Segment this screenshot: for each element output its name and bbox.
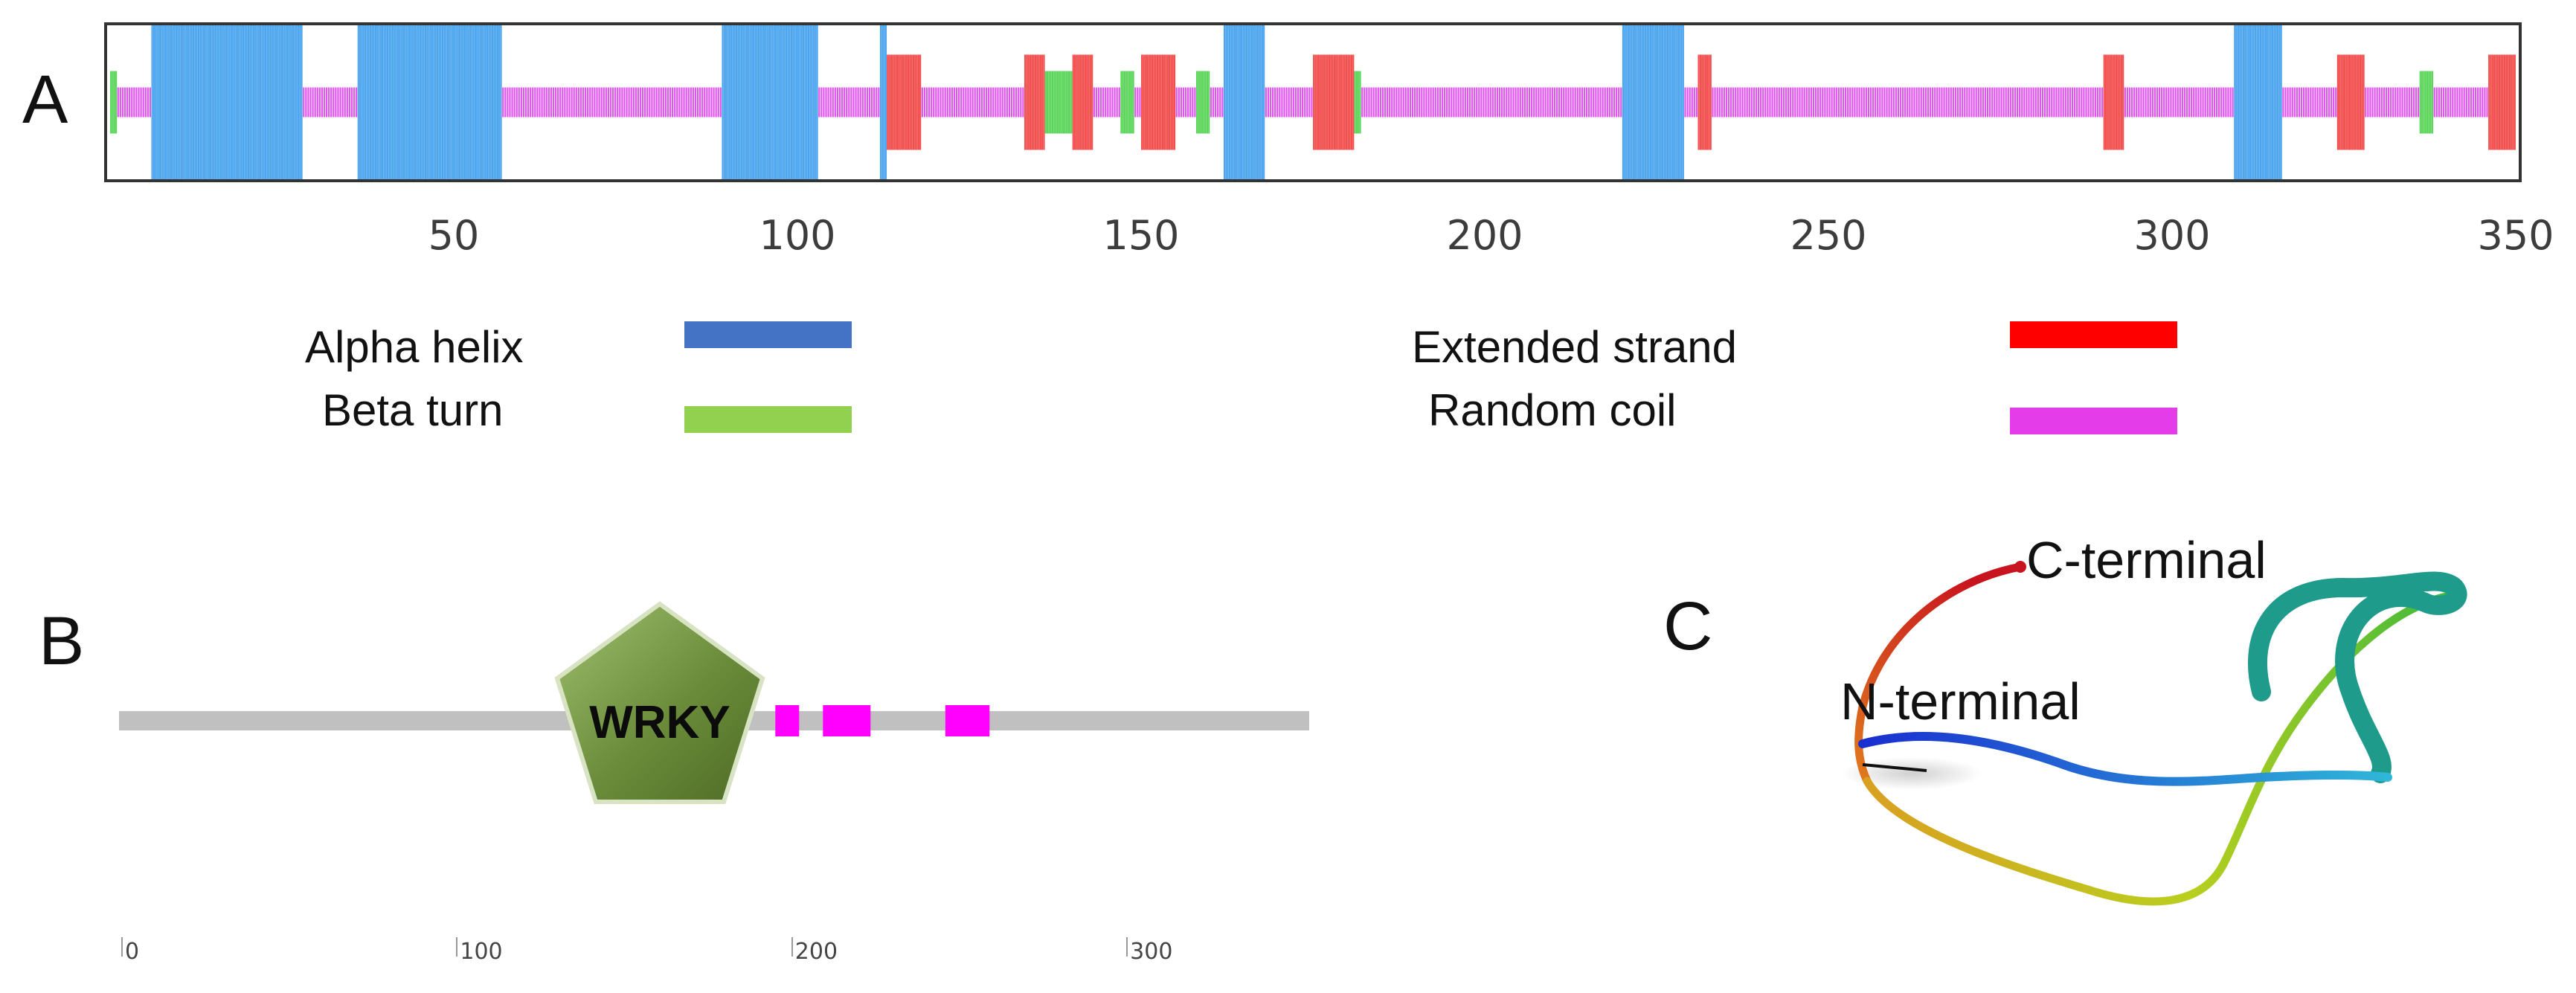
wrky-domain-label: WRKY [589,697,730,748]
ss-segment-helix [2234,25,2282,179]
ss-segment-coil [818,87,880,118]
domain-tick-label: 100 [456,937,503,965]
ss-segment-coil [921,87,1024,118]
n-terminal-pointer [1862,763,1927,772]
ss-segment-coil [1134,87,1141,118]
ss-tick-label: 350 [2477,212,2554,259]
ss-tick-label: 300 [2133,212,2211,259]
ss-segment-coil [2282,87,2337,118]
ss-segment-turn [1195,71,1210,134]
ss-segment-turn [1044,71,1073,134]
ss-segment-turn [1120,71,1134,134]
ss-segment-coil [502,87,722,118]
ss-segment-strand [1072,54,1093,150]
ss-segment-coil [1684,87,1697,118]
ss-segment-coil [2124,87,2234,118]
protein-3d-ribbon [1841,561,2467,906]
ss-segment-coil [1361,87,1622,118]
ss-segment-helix [722,25,818,179]
ss-segment-coil [1210,87,1224,118]
ss-segment-coil [2365,87,2420,118]
c-terminal-label: C-terminal [2026,531,2267,589]
ss-segment-strand [2336,54,2365,150]
motif-layer [775,705,990,736]
motif-box [823,705,871,736]
ss-segment-strand [1141,54,1176,150]
c-terminal-end [2014,561,2026,573]
domain-tick-label: 300 [1126,937,1173,965]
ss-segment-coil [303,87,358,118]
panel-a-label: A [22,62,68,138]
legend-swatch-turn [684,406,852,433]
ss-segment-coil [1175,87,1196,118]
ss-tick-label: 200 [1446,212,1523,259]
legend-label-turn: Beta turn [322,385,504,435]
n-terminal-label: N-terminal [1840,672,2081,730]
ss-segment-coil [1712,87,2104,118]
ss-tick-label: 150 [1102,212,1180,259]
wrky-domain-shape [554,601,765,804]
ss-segment-coil [1093,87,1120,118]
domain-tick-label: 200 [791,937,838,965]
ss-segment-coil [1265,87,1313,118]
domain-map: WRKY [119,601,1309,804]
panel-b-label: B [39,603,85,679]
legend-swatch-helix [684,321,852,348]
secondary-structure-track [104,22,2522,182]
legend-label-helix: Alpha helix [305,322,524,372]
ss-tick-label: 100 [759,212,836,259]
legend-swatch-coil [2010,408,2177,434]
ss-segment-strand [887,54,922,150]
ss-segment-turn [1354,71,1361,134]
ss-segment-helix [357,25,502,179]
legend-label-coil: Random coil [1428,385,1677,435]
c-terminal-strand [1854,562,2025,785]
ss-segment-strand [2488,54,2516,150]
ss-segment-strand [2103,54,2124,150]
ss-segment-turn [110,71,118,134]
domain-tick-label: 0 [121,937,140,965]
ss-tick-label: 250 [1790,212,1867,259]
legend-swatch-strand [2010,321,2177,348]
ss-segment-helix [1622,25,1684,179]
ss-segment-strand [1024,54,1045,150]
ss-segment-helix [1223,25,1265,179]
ss-tick-label: 50 [428,212,480,259]
ss-segment-turn [2419,71,2434,134]
motif-box [945,705,990,736]
secondary-structure-plot [110,25,2516,179]
ss-segment-coil [2433,87,2488,118]
helix-ribbon [2248,571,2467,783]
legend-label-strand: Extended strand [1412,322,1737,372]
ss-segment-coil [117,87,152,118]
n-terminal-strand [1858,732,2392,786]
motif-box [775,705,800,736]
ss-segment-strand [1697,54,1712,150]
ss-segment-helix [879,25,887,179]
ss-segment-helix [151,25,303,179]
panel-c-label: C [1663,588,1713,664]
ss-segment-strand [1313,54,1355,150]
